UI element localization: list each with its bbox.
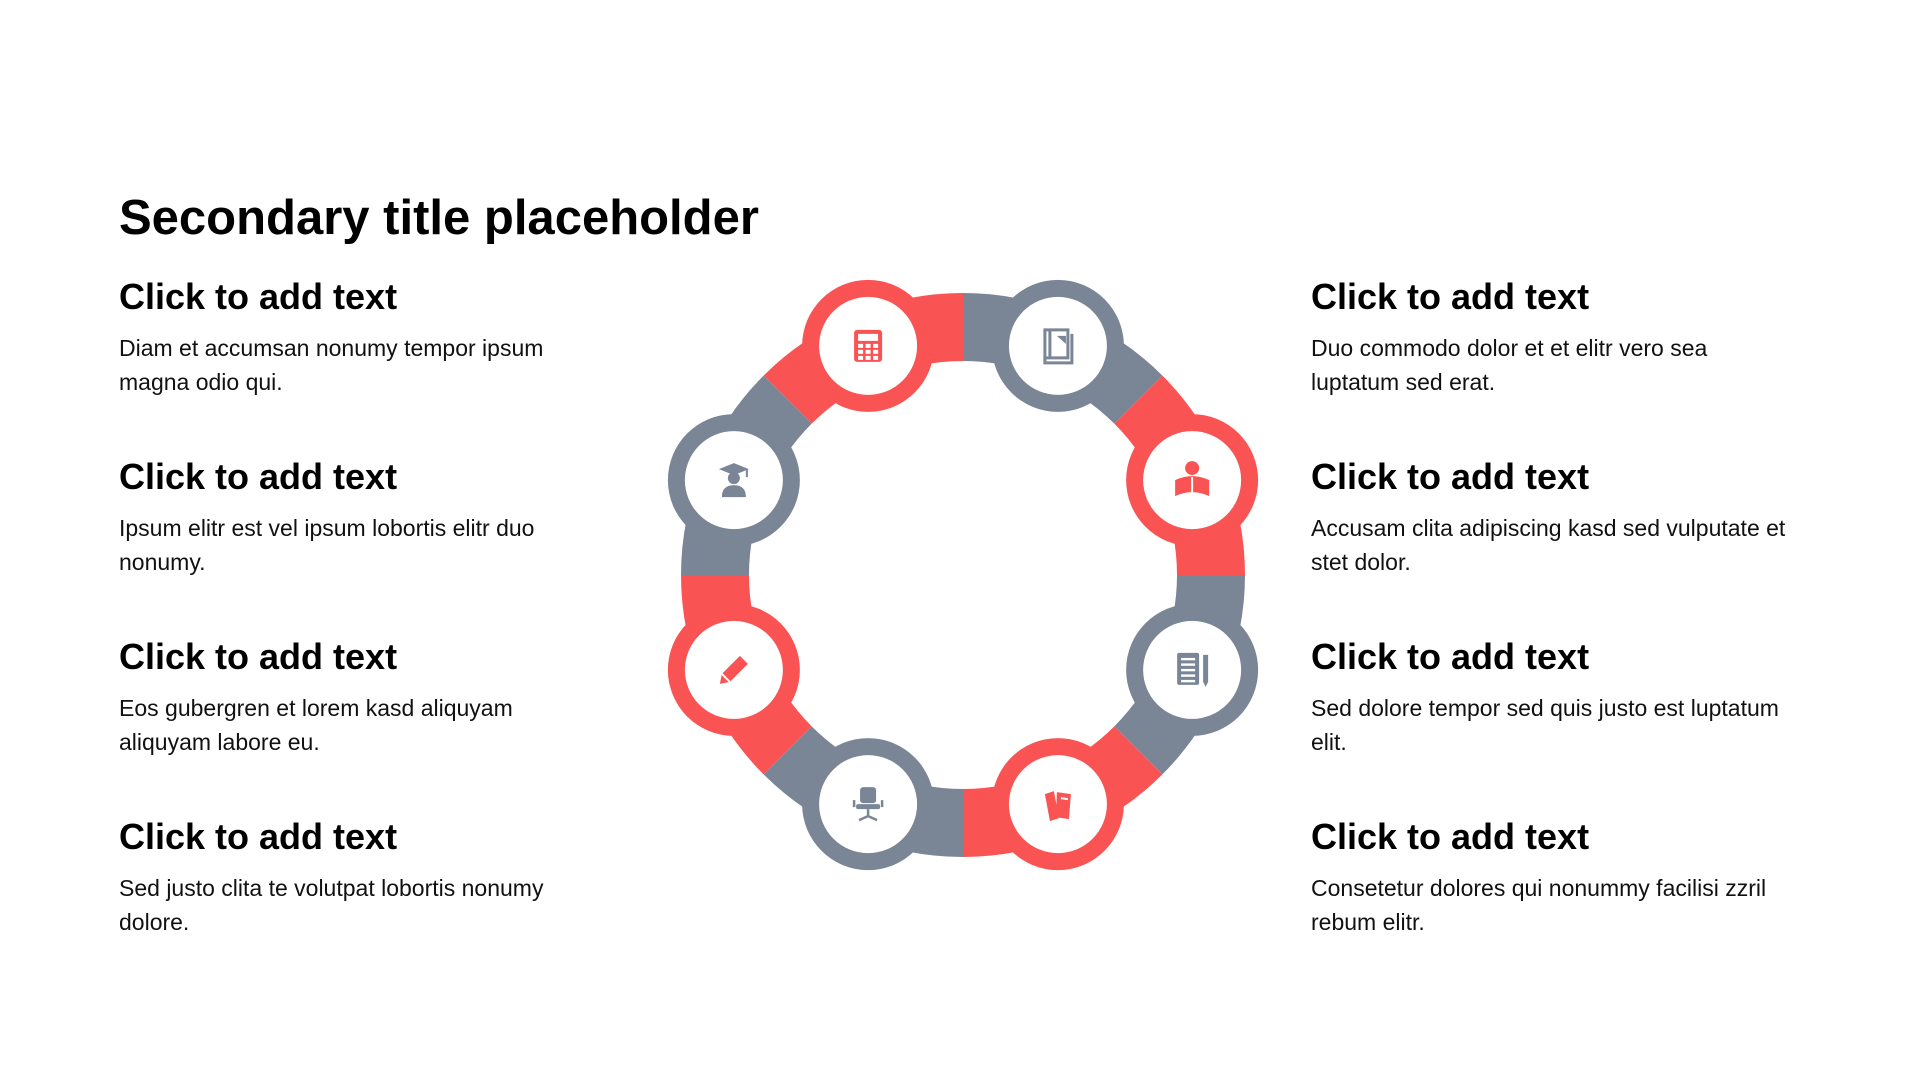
pencil-icon [719, 655, 748, 684]
item-body[interactable]: Diam et accumsan nonumy tempor ipsum mag… [119, 335, 544, 395]
item-body[interactable]: Eos gubergren et lorem kasd aliquyam ali… [119, 695, 513, 755]
text-block-right-4[interactable]: Click to add text Consetetur dolores qui… [1311, 815, 1801, 939]
reader-icon [1175, 461, 1210, 497]
item-body[interactable]: Duo commodo dolor et et elitr vero sea l… [1311, 335, 1708, 395]
ring-node[interactable] [991, 738, 1124, 871]
text-block-right-1[interactable]: Click to add text Duo commodo dolor et e… [1311, 275, 1801, 399]
text-block-left-1[interactable]: Click to add text Diam et accumsan nonum… [119, 275, 609, 399]
item-heading[interactable]: Click to add text [1311, 816, 1590, 857]
text-block-left-4[interactable]: Click to add text Sed justo clita te vol… [119, 815, 609, 939]
ring-node[interactable] [667, 414, 800, 547]
ring-node-inner [1008, 296, 1107, 395]
item-heading[interactable]: Click to add text [119, 456, 398, 497]
item-heading[interactable]: Click to add text [1311, 636, 1590, 677]
item-body[interactable]: Sed dolore tempor sed quis justo est lup… [1311, 695, 1779, 755]
ring-node[interactable] [991, 279, 1124, 412]
text-block-right-3[interactable]: Click to add text Sed dolore tempor sed … [1311, 635, 1801, 759]
ring-node[interactable] [667, 603, 800, 736]
ring-node[interactable] [802, 738, 935, 871]
page-title[interactable]: Secondary title placeholder [119, 191, 759, 245]
item-body[interactable]: Sed justo clita te volutpat lobortis non… [119, 875, 544, 935]
document-pencil-icon [1177, 652, 1209, 687]
item-heading[interactable]: Click to add text [119, 636, 398, 677]
ring-segments [681, 293, 1245, 857]
text-block-left-2[interactable]: Click to add text Ipsum elitr est vel ip… [119, 455, 609, 579]
item-heading[interactable]: Click to add text [1311, 456, 1590, 497]
books-icon [1044, 791, 1071, 822]
item-body[interactable]: Consetetur dolores qui nonummy facilisi … [1311, 875, 1767, 935]
item-body[interactable]: Ipsum elitr est vel ipsum lobortis elitr… [119, 515, 535, 575]
item-heading[interactable]: Click to add text [119, 816, 398, 857]
office-chair-icon [852, 787, 884, 822]
ring-node[interactable] [1126, 414, 1259, 547]
graduate-icon [718, 463, 749, 498]
item-body[interactable]: Accusam clita adipiscing kasd sed vulput… [1311, 515, 1786, 575]
text-block-left-3[interactable]: Click to add text Eos gubergren et lorem… [119, 635, 609, 759]
text-block-right-2[interactable]: Click to add text Accusam clita adipisci… [1311, 455, 1801, 579]
notebook-icon [1043, 328, 1074, 365]
ring-nodes [667, 279, 1259, 871]
item-heading[interactable]: Click to add text [119, 276, 398, 317]
ring-node[interactable] [802, 279, 935, 412]
item-heading[interactable]: Click to add text [1311, 276, 1590, 317]
ring-node[interactable] [1126, 603, 1259, 736]
calculator-icon [854, 329, 883, 362]
